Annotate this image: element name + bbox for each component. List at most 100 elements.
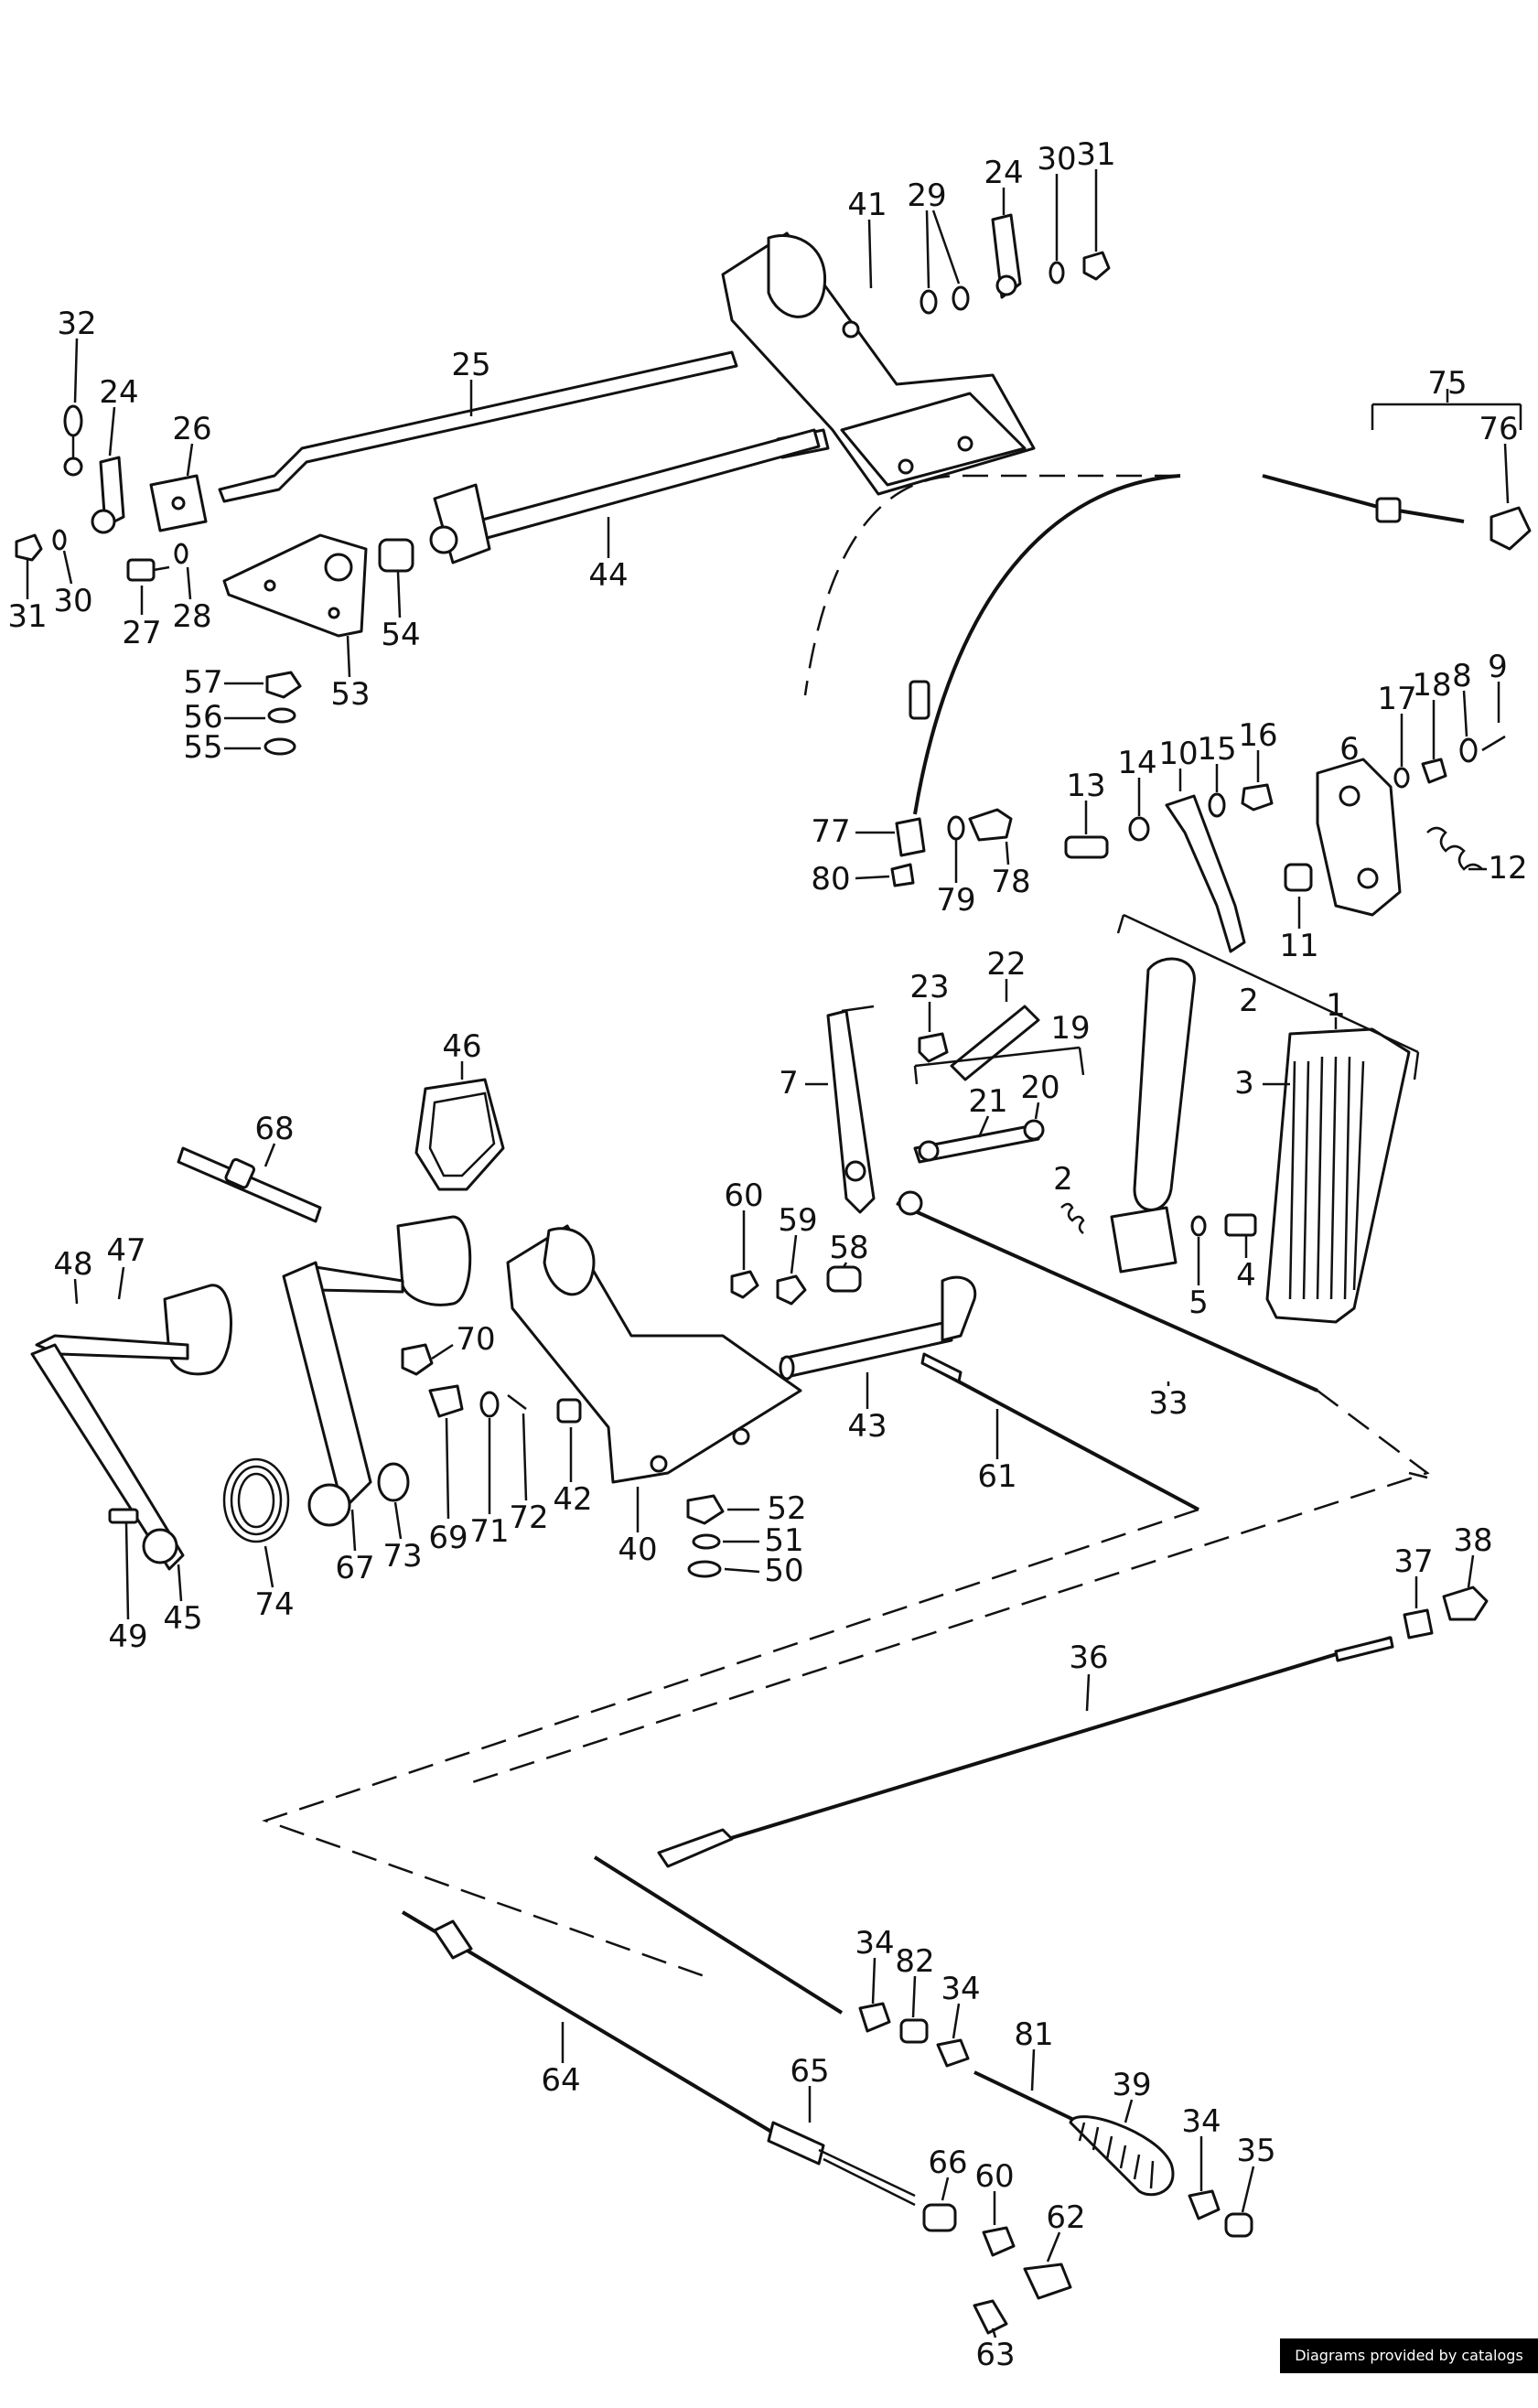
callout-48: 48 bbox=[53, 1246, 92, 1283]
cable-64 bbox=[401, 1910, 916, 2207]
callout-50: 50 bbox=[764, 1553, 803, 1589]
rod-81-boot-39 bbox=[973, 2070, 1253, 2238]
bushing-54 bbox=[378, 538, 414, 573]
callout-2b: 2 bbox=[1053, 1161, 1073, 1198]
callout-65: 65 bbox=[790, 2053, 829, 2090]
callout-77: 77 bbox=[811, 813, 850, 850]
callout-66: 66 bbox=[928, 2145, 967, 2181]
spring-74 bbox=[222, 1457, 290, 1543]
callout-41: 41 bbox=[847, 187, 887, 223]
lever-assembly-10-16 bbox=[1064, 783, 1313, 953]
callout-55: 55 bbox=[183, 729, 222, 766]
callout-2: 2 bbox=[1239, 983, 1259, 1019]
callout-59: 59 bbox=[778, 1202, 817, 1239]
callout-44: 44 bbox=[588, 557, 628, 594]
callout-56: 56 bbox=[183, 699, 222, 736]
callout-24: 24 bbox=[984, 155, 1023, 191]
callout-69: 69 bbox=[428, 1520, 468, 1556]
callout-22: 22 bbox=[986, 946, 1026, 983]
callout-18: 18 bbox=[1412, 667, 1451, 704]
callout-62: 62 bbox=[1046, 2199, 1085, 2236]
callout-49: 49 bbox=[108, 1618, 147, 1655]
callout-42: 42 bbox=[553, 1481, 592, 1518]
callout-36: 36 bbox=[1069, 1639, 1108, 1676]
callout-51: 51 bbox=[764, 1522, 803, 1559]
callout-19: 19 bbox=[1050, 1010, 1090, 1047]
callout-17: 17 bbox=[1377, 681, 1416, 717]
callout-35: 35 bbox=[1236, 2133, 1275, 2169]
callout-31: 31 bbox=[1076, 136, 1115, 173]
callout-26: 26 bbox=[172, 411, 211, 447]
rod-36 bbox=[657, 1586, 1489, 1868]
callout-27: 27 bbox=[122, 615, 161, 651]
callout-23: 23 bbox=[909, 969, 949, 1005]
callout-47: 47 bbox=[106, 1232, 145, 1269]
callout-68: 68 bbox=[254, 1111, 294, 1147]
callout-20: 20 bbox=[1020, 1070, 1059, 1106]
callout-46: 46 bbox=[442, 1028, 481, 1065]
callout-45: 45 bbox=[163, 1600, 202, 1637]
callout-79: 79 bbox=[936, 882, 975, 919]
cable-75 bbox=[909, 474, 1532, 815]
cable-61 bbox=[920, 1352, 1199, 1511]
pedal-67 bbox=[282, 1215, 472, 1527]
small-parts-top bbox=[920, 213, 1111, 315]
pedal-shaft bbox=[218, 350, 830, 503]
callout-7: 7 bbox=[779, 1065, 799, 1102]
throttle-rod-33 bbox=[896, 1190, 1318, 1392]
callout-28: 28 bbox=[172, 598, 211, 635]
callout-30: 30 bbox=[1037, 141, 1076, 177]
callout-10: 10 bbox=[1158, 736, 1198, 772]
clip-parts-77-80 bbox=[890, 808, 1013, 887]
callout-34a: 34 bbox=[855, 1925, 894, 1962]
callout-52: 52 bbox=[767, 1490, 806, 1527]
callout-76: 76 bbox=[1479, 411, 1518, 447]
callout-81: 81 bbox=[1014, 2016, 1053, 2053]
callout-78: 78 bbox=[991, 864, 1030, 900]
callout-11: 11 bbox=[1279, 928, 1318, 964]
callout-60b: 60 bbox=[974, 2158, 1014, 2195]
callout-30b: 30 bbox=[53, 583, 92, 619]
callout-25: 25 bbox=[451, 347, 490, 383]
shaft-43 bbox=[779, 1275, 977, 1381]
pedal-bracket-upper bbox=[721, 231, 1036, 496]
callout-71: 71 bbox=[469, 1513, 509, 1550]
callout-6: 6 bbox=[1339, 731, 1360, 768]
callout-53: 53 bbox=[330, 676, 370, 713]
callout-14: 14 bbox=[1117, 745, 1156, 781]
callout-13: 13 bbox=[1066, 768, 1105, 804]
callout-40: 40 bbox=[618, 1532, 657, 1568]
cable-end-fittings bbox=[593, 1855, 970, 2068]
callout-74: 74 bbox=[254, 1586, 294, 1623]
callout-29: 29 bbox=[907, 177, 946, 214]
callout-31b: 31 bbox=[7, 598, 47, 635]
fasteners-58-60 bbox=[730, 1265, 862, 1306]
callout-64: 64 bbox=[541, 2062, 580, 2099]
callout-63: 63 bbox=[975, 2337, 1015, 2373]
callout-3: 3 bbox=[1234, 1065, 1254, 1102]
callout-58: 58 bbox=[829, 1230, 868, 1266]
callout-80: 80 bbox=[811, 861, 850, 898]
callout-37: 37 bbox=[1393, 1543, 1433, 1580]
callout-61: 61 bbox=[977, 1458, 1016, 1495]
nut-washer-stack-50-52 bbox=[686, 1494, 725, 1578]
group-brackets bbox=[913, 389, 1522, 1085]
callout-57: 57 bbox=[183, 664, 222, 701]
pedal-45 bbox=[30, 1284, 232, 1571]
pedal-pad-46 bbox=[414, 1078, 505, 1191]
callout-21: 21 bbox=[968, 1083, 1007, 1120]
callout-16: 16 bbox=[1238, 717, 1277, 754]
callout-33: 33 bbox=[1148, 1385, 1188, 1422]
callout-39: 39 bbox=[1112, 2067, 1151, 2103]
callout-38: 38 bbox=[1453, 1522, 1492, 1559]
callout-72: 72 bbox=[509, 1500, 548, 1536]
pedal-bracket-lower bbox=[506, 1224, 802, 1484]
callout-70: 70 bbox=[456, 1321, 495, 1358]
callout-5: 5 bbox=[1188, 1285, 1209, 1321]
callout-43: 43 bbox=[847, 1408, 887, 1445]
small-parts-top-left bbox=[15, 404, 188, 582]
callout-1: 1 bbox=[1326, 987, 1346, 1024]
nut-washer-stack-55-57 bbox=[264, 671, 302, 756]
plate-assembly-6 bbox=[1316, 735, 1506, 917]
